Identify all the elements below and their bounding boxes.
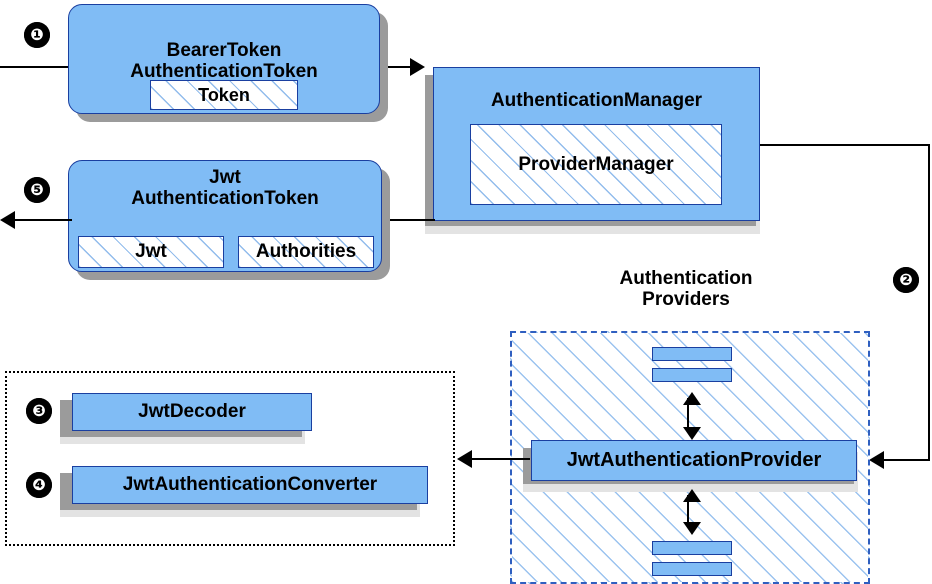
connector-provider-to-components [470,458,530,460]
step-badge-1: ❶ [24,22,50,48]
arrow-up-bottom-stub [683,489,701,502]
jwt-components-container [5,371,455,546]
authentication-manager-title: AuthenticationManager [490,90,703,111]
provider-stub-bottom-2 [652,562,732,576]
arrow-down-top-stub [683,427,701,440]
jwt-decoder-box[interactable]: JwtDecoder [72,393,312,431]
step-badge-2: ❷ [893,267,919,293]
jwt-authentication-provider[interactable]: JwtAuthenticationProvider [531,440,857,481]
bearer-token-title: BearerToken AuthenticationToken [130,39,318,82]
step-badge-4: ❹ [26,472,52,498]
jwt-authentication-converter-box[interactable]: JwtAuthenticationConverter [72,466,428,504]
provider-manager-box: ProviderManager [470,124,722,205]
step-badge-5: ❺ [24,177,50,203]
arrow-into-components-container [457,450,472,468]
connector-output-line [14,219,72,221]
provider-stub-top-2 [652,368,732,382]
authentication-providers-label: Authentication Providers [619,268,753,311]
arrow-up-top-stub [683,392,701,405]
step-badge-3: ❸ [26,398,52,424]
arrow-output [0,211,15,229]
connector-step2-vertical [928,144,930,460]
jwt-token-inner-authorities: Authorities [238,236,374,268]
provider-stub-top-1 [652,347,732,361]
connector-bottom-stub-vertical [687,495,689,527]
connector-top-stub-vertical [687,398,689,432]
connector-step2-bottom [882,459,930,461]
connector-manager-to-jwt-token [380,219,435,221]
arrow-down-bottom-stub [683,522,701,535]
jwt-token-inner-jwt: Jwt [78,236,224,268]
jwt-authentication-token-title: Jwt AuthenticationToken [131,167,319,210]
arrow-into-authentication-manager [410,58,425,76]
connector-step2-top [760,144,930,146]
provider-stub-bottom-1 [652,541,732,555]
arrow-into-jwt-authentication-provider [869,451,884,469]
bearer-token-inner-token: Token [150,80,298,110]
